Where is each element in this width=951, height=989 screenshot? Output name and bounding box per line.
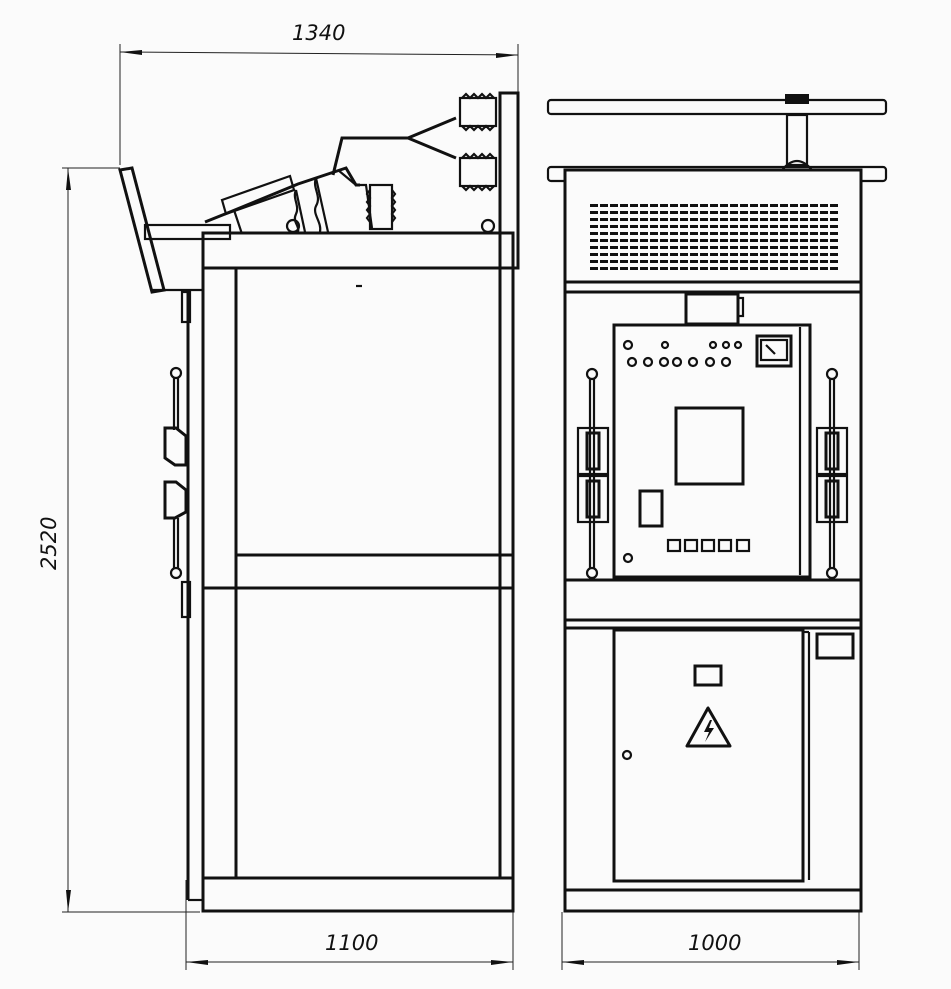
dimension-bottom-1100: 1100 xyxy=(185,880,514,970)
dimension-label-1100: 1100 xyxy=(325,931,378,955)
dimension-height-2520: 2520 xyxy=(37,167,200,913)
dimension-label-2520: 2520 xyxy=(37,517,61,570)
lower-door[interactable] xyxy=(612,628,811,883)
side-view xyxy=(118,91,520,913)
high-voltage-warning-icon xyxy=(685,706,732,748)
dimension-bottom-1000: 1000 xyxy=(561,912,860,970)
door-handle[interactable] xyxy=(621,749,633,761)
indicator-lamps xyxy=(622,339,743,368)
display-window xyxy=(674,406,745,486)
front-left-lever xyxy=(576,367,610,580)
busbar-upper xyxy=(546,98,888,116)
side-body xyxy=(201,231,515,913)
side-label-plate xyxy=(815,632,855,660)
analog-meter-icon xyxy=(755,334,793,368)
vent-grille xyxy=(590,203,840,273)
side-hood-flap xyxy=(118,166,166,294)
push-buttons xyxy=(666,538,751,553)
small-panel xyxy=(638,489,664,528)
front-right-lever xyxy=(815,367,849,580)
relay-panel xyxy=(612,323,812,579)
side-operating-lever xyxy=(163,366,188,580)
door-window xyxy=(693,664,723,687)
dimension-label-1340: 1340 xyxy=(292,21,345,45)
dimension-label-1000: 1000 xyxy=(688,931,741,955)
front-view xyxy=(546,94,888,913)
side-insulators xyxy=(204,92,498,235)
side-rear-post xyxy=(498,91,520,270)
dimension-top-1340: 1340 xyxy=(119,21,519,165)
